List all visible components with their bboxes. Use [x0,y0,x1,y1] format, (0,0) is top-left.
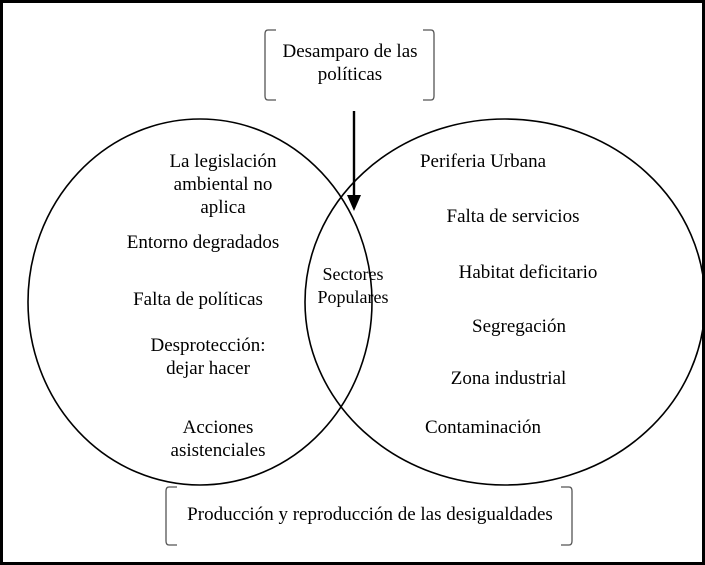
right-item-zona-industrial: Zona industrial [450,368,567,389]
right-item-servicios: Falta de servicios [446,206,580,227]
top-box-text: Desamparo de las políticas [282,41,418,85]
right-item-contaminacion: Contaminación [424,417,542,438]
left-item-legislacion: La legislación ambiental no aplica [169,151,277,218]
top-box-left-bracket [264,29,276,101]
bottom-box-text: Producción y reproducción de las desigua… [187,504,553,525]
left-item-entorno: Entorno degradados [126,232,280,253]
center-label: Sectores Populares [317,264,389,307]
right-item-segregacion: Segregación [472,316,566,337]
right-item-periferia: Periferia Urbana [419,151,547,172]
left-item-falta-politicas: Falta de políticas [133,289,263,310]
bottom-box-right-bracket [561,486,573,546]
diagram-shapes [27,29,702,546]
bottom-box-left-bracket [165,486,177,546]
top-box-right-bracket [423,29,435,101]
right-item-habitat: Habitat deficitario [458,262,598,283]
arrow-head [347,195,361,211]
left-item-acciones: Acciones asistenciales [170,417,266,461]
left-item-desproteccion: Desprotección: dejar hacer [150,335,266,379]
right-circle [304,118,702,486]
left-circle [27,118,373,486]
